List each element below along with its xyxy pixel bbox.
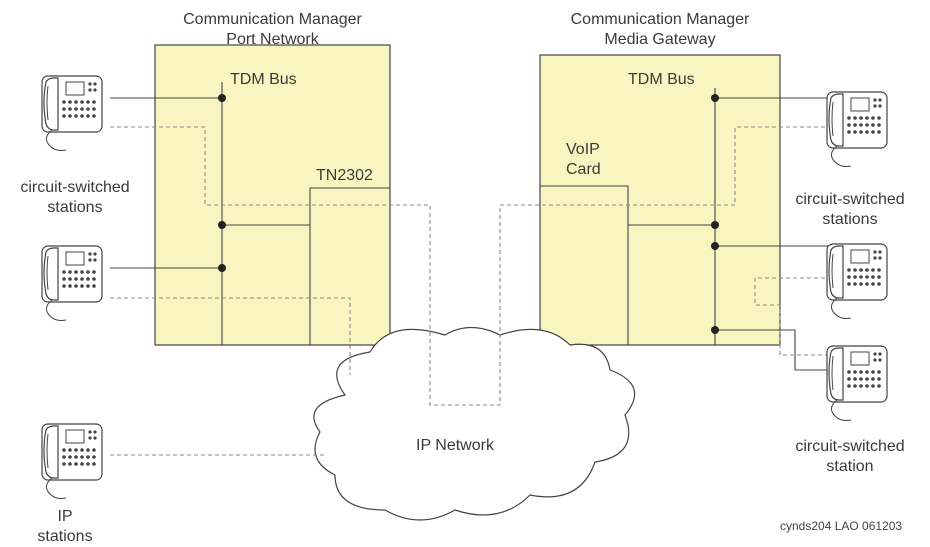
ip-station-icon <box>41 423 103 500</box>
media-gateway-title-line1: Communication Manager <box>570 11 750 28</box>
left-stations-label: circuit-switched stations <box>0 178 150 218</box>
right-station-1-icon <box>826 91 888 168</box>
right-stations-bottom-label-line1: circuit-switched <box>795 438 905 455</box>
right-stations-bottom-label: circuit-switched station <box>775 437 925 477</box>
left-station-1-icon <box>41 75 103 152</box>
port-network-title-line1: Communication Manager <box>183 11 362 28</box>
left-phone1-ip-link <box>110 126 832 406</box>
left-stations-label-line2: stations <box>47 199 103 216</box>
pn-junction-2 <box>218 221 226 229</box>
mg-voip-card <box>540 185 629 345</box>
left-stations-label-line1: circuit-switched <box>20 179 130 196</box>
mg-card-label: VoIP Card <box>566 140 601 180</box>
right-station-2-icon <box>826 243 888 320</box>
right-phone-loop-link <box>754 277 832 356</box>
mg-tdm-bus-label: TDM Bus <box>628 71 695 88</box>
mg-junction-3 <box>711 242 719 250</box>
mg-junction-4 <box>711 326 719 334</box>
mg-phone3-line <box>715 329 832 371</box>
mg-card-label-line2: Card <box>566 161 601 178</box>
ip-network-cloud <box>313 326 636 521</box>
ip-stations-label: IP stations <box>20 507 110 547</box>
ip-stations-label-line2: stations <box>37 528 93 545</box>
right-stations-top-label: circuit-switched stations <box>775 190 925 230</box>
figure-id: cynds204 LAO 061203 <box>780 519 903 533</box>
pn-tn2302-card <box>309 187 390 345</box>
left-station-2-icon <box>41 245 103 322</box>
ip-network-label: IP Network <box>416 437 494 454</box>
ip-stations-label-line1: IP <box>57 508 73 525</box>
port-network-box <box>154 44 391 346</box>
mg-junction-1 <box>711 94 719 102</box>
media-gateway-title: Communication Manager Media Gateway <box>535 10 785 50</box>
left-phone2-ip-link <box>110 297 351 375</box>
mg-card-label-line1: VoIP <box>566 141 600 158</box>
pn-junction-3 <box>218 264 226 272</box>
pn-junction-1 <box>218 94 226 102</box>
right-stations-bottom-label-line2: station <box>826 458 874 475</box>
mg-junction-2 <box>711 221 719 229</box>
pn-tdm-bus-label: TDM Bus <box>230 71 297 88</box>
pn-card-label: TN2302 <box>316 167 373 184</box>
right-station-3-icon <box>826 345 888 422</box>
media-gateway-title-line2: Media Gateway <box>604 31 716 48</box>
right-stations-top-label-line1: circuit-switched <box>795 191 905 208</box>
port-network-title: Communication Manager Port Network <box>150 10 395 50</box>
media-gateway-box <box>539 54 781 346</box>
right-stations-top-label-line2: stations <box>822 211 878 228</box>
port-network-title-line2: Port Network <box>226 31 319 48</box>
